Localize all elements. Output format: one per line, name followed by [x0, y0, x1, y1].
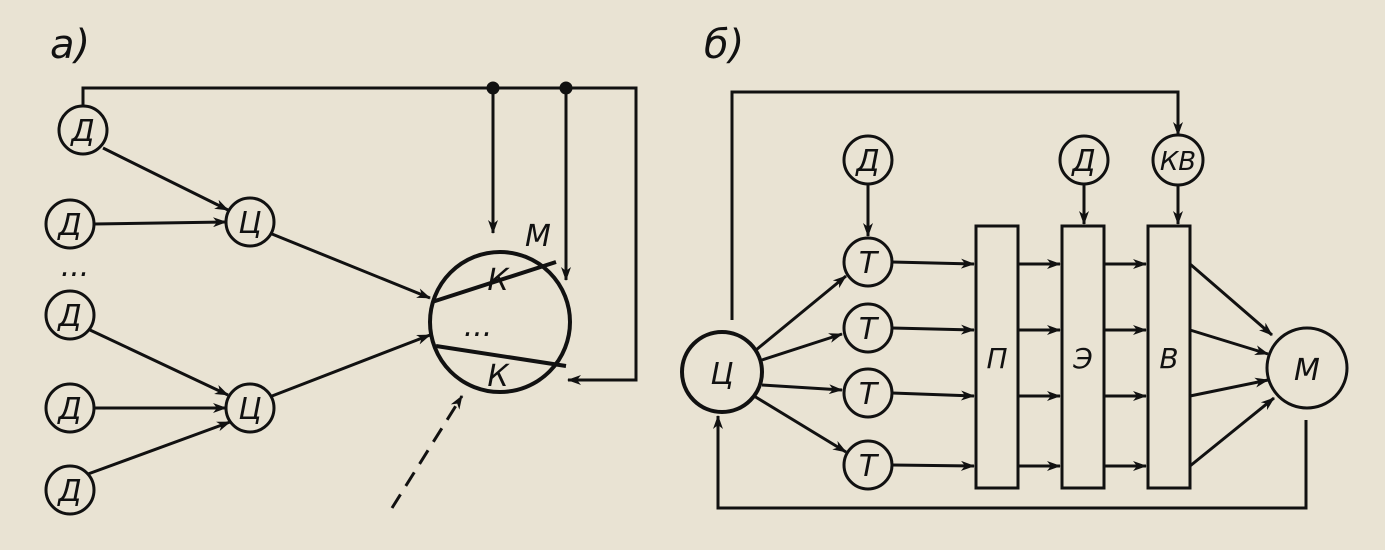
- sensor-label: Д: [69, 114, 94, 149]
- center-node-b: Ц: [680, 330, 764, 414]
- sensor-node-a1: Д: [57, 104, 109, 156]
- transmitter-label: Т: [859, 377, 880, 412]
- motor-node: М: [1265, 326, 1349, 410]
- sensor-label: Д: [854, 144, 879, 179]
- panel-a: а) Д Д ... Д Д Д Ц: [44, 22, 638, 516]
- feedback-line-b-top: [730, 90, 1183, 320]
- center-label: Ц: [238, 206, 261, 241]
- sensor-node-a2: Д: [44, 198, 96, 250]
- block-e: Э: [1060, 224, 1106, 490]
- m-label: М: [525, 219, 551, 254]
- transmitter-label: Т: [859, 246, 880, 281]
- center-node-a2: Ц: [224, 382, 276, 434]
- transmitter-node-4: Т: [842, 439, 894, 491]
- block-v-label: В: [1159, 342, 1178, 375]
- block-p: П: [974, 224, 1020, 490]
- inner-ellipsis: ...: [464, 309, 493, 344]
- sensor-label: Д: [1070, 144, 1095, 179]
- block-e-label: Э: [1072, 342, 1093, 375]
- kv-label: КВ: [1160, 147, 1196, 177]
- block-p-label: П: [986, 342, 1007, 375]
- center-label: Ц: [238, 392, 261, 427]
- sensor-ellipsis: ...: [61, 249, 90, 284]
- sensor-node-b2: Д: [1058, 134, 1110, 186]
- panel-b-label: б): [704, 22, 744, 68]
- center-label: Ц: [710, 357, 733, 392]
- transmitter-node-1: Т: [842, 236, 894, 288]
- sensor-node-a5: Д: [44, 464, 96, 516]
- feedback-line-b-bottom: [713, 415, 1308, 510]
- transmitter-label: Т: [859, 449, 880, 484]
- k-label-bottom: К: [487, 359, 510, 394]
- motor-label: М: [1294, 353, 1320, 388]
- panel-b: б) Ц Д Т Т Т Т: [680, 22, 1349, 510]
- transmitter-node-2: Т: [842, 302, 894, 354]
- dashed-arrow: [390, 395, 464, 509]
- transmitter-label: Т: [859, 312, 880, 347]
- transmitter-node-3: Т: [842, 367, 894, 419]
- sensor-label: Д: [56, 474, 81, 509]
- panel-a-label: а): [50, 22, 90, 68]
- sensor-label: Д: [56, 392, 81, 427]
- center-node-a1: Ц: [224, 196, 276, 248]
- sensor-node-a3: Д: [44, 289, 96, 341]
- machine-circle: К ... К: [428, 250, 572, 394]
- sensor-label: Д: [56, 208, 81, 243]
- k-label-top: К: [487, 263, 510, 298]
- sensor-node-a4: Д: [44, 382, 96, 434]
- sensor-node-b1: Д: [842, 134, 894, 186]
- kv-node: КВ: [1151, 133, 1205, 187]
- block-v: В: [1146, 224, 1192, 490]
- sensor-label: Д: [56, 299, 81, 334]
- feedback-line-a: [81, 86, 638, 385]
